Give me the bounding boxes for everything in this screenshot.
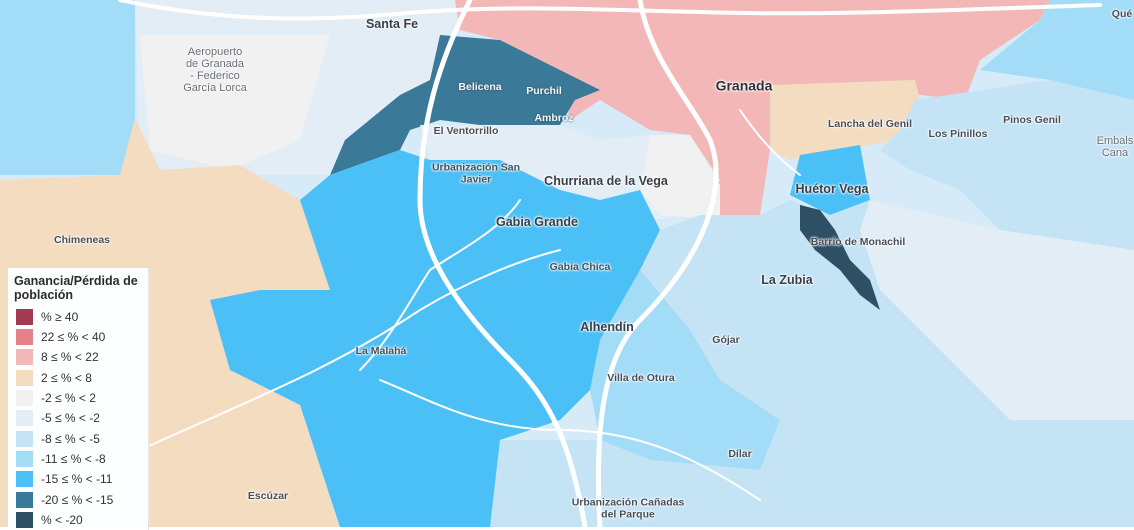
place-label: Pinos Genil: [1003, 114, 1061, 127]
place-label: Qué: [1111, 8, 1133, 21]
legend-title: Ganancia/Pérdida de población: [14, 274, 138, 303]
legend-item: % < -20: [16, 510, 148, 530]
region-pinos-genil: [880, 80, 1134, 250]
place-label: Gójar: [712, 334, 740, 347]
legend-label: -8 ≤ % < -5: [41, 431, 100, 446]
legend-item: 2 ≤ % < 8: [16, 368, 148, 388]
region-barrio-monachil: [800, 205, 880, 310]
place-label: Dílar: [728, 448, 752, 461]
place-label: Villa de Otura: [607, 372, 675, 385]
legend-label: % ≥ 40: [41, 309, 79, 324]
place-label: Lancha del Genil: [827, 118, 913, 131]
legend-swatch: [16, 511, 33, 528]
legend-rows: % ≥ 40 22 ≤ % < 40 8 ≤ % < 22 2 ≤ % < 8 …: [8, 307, 148, 530]
legend-item: 8 ≤ % < 22: [16, 347, 148, 367]
region-granada: [455, 0, 1050, 220]
region-armilla: [640, 135, 720, 220]
legend-label: -15 ≤ % < -11: [41, 472, 113, 487]
legend-swatch: [16, 491, 33, 508]
legend-swatch: [16, 390, 33, 407]
place-label: Gabia Grande: [496, 215, 578, 230]
legend-item: -8 ≤ % < -5: [16, 429, 148, 449]
place-label: Urbanización Cañadas del Parque: [571, 496, 685, 520]
region-belicena: [330, 35, 600, 175]
legend-item: -15 ≤ % < -11: [16, 469, 148, 489]
legend-item: -20 ≤ % < -15: [16, 489, 148, 509]
place-label: La Malahá: [355, 345, 407, 358]
legend-swatch: [16, 329, 33, 346]
place-label: Huétor Vega: [795, 182, 869, 197]
legend-label: -5 ≤ % < -2: [41, 411, 100, 426]
place-label: Gabia Chica: [549, 261, 611, 274]
legend-item: 22 ≤ % < 40: [16, 327, 148, 347]
place-label: Escúzar: [247, 490, 289, 503]
place-label: Los Pinillos: [928, 128, 988, 141]
region-dilar: [490, 420, 1134, 527]
place-label: Urbanización San Javier: [431, 161, 521, 185]
region-east-light: [860, 200, 1134, 420]
region-lancha-del-genil: [770, 80, 920, 160]
place-label: Churriana de la Vega: [544, 174, 668, 189]
legend-item: -5 ≤ % < -2: [16, 408, 148, 428]
roads: [118, 0, 1102, 527]
legend-item: -11 ≤ % < -8: [16, 449, 148, 469]
legend-swatch: [16, 450, 33, 467]
legend-label: -20 ≤ % < -15: [41, 492, 114, 507]
legend-label: -2 ≤ % < 2: [41, 391, 96, 406]
legend-label: 22 ≤ % < 40: [41, 330, 106, 345]
region-la-zubia: [640, 200, 1010, 430]
place-label: Belicena: [458, 81, 502, 94]
place-label: Santa Fe: [365, 17, 419, 32]
region-nw-blue: [0, 0, 135, 175]
region-huetor-vega: [790, 145, 870, 215]
region-que: [980, 0, 1134, 100]
map-legend: Ganancia/Pérdida de población % ≥ 40 22 …: [8, 268, 149, 530]
legend-swatch: [16, 471, 33, 488]
legend-swatch: [16, 349, 33, 366]
legend-item: % ≥ 40: [16, 307, 148, 327]
place-label: Alhendín: [580, 320, 634, 335]
place-label: Granada: [715, 77, 773, 94]
region-chimeneas-edge: [0, 268, 8, 527]
place-label: Chimeneas: [53, 234, 111, 247]
region-chimeneas: [0, 118, 340, 527]
legend-swatch: [16, 430, 33, 447]
legend-label: 2 ≤ % < 8: [41, 370, 92, 385]
region-airport: [140, 35, 330, 170]
legend-label: 8 ≤ % < 22: [41, 350, 99, 365]
legend-swatch: [16, 410, 33, 427]
place-label: Barrio de Monachil: [810, 236, 906, 249]
place-label: Purchil: [526, 85, 562, 98]
place-label: Ambroz: [534, 112, 574, 125]
legend-item: -2 ≤ % < 2: [16, 388, 148, 408]
legend-swatch: [16, 369, 33, 386]
place-label: El Ventorrillo: [433, 125, 499, 138]
place-label: Aeropuerto de Granada - Federico García …: [183, 45, 247, 95]
place-label: La Zubia: [761, 273, 813, 288]
legend-label: -11 ≤ % < -8: [41, 451, 106, 466]
region-gabia-malaha: [210, 150, 660, 527]
place-label: Embals Cana: [1096, 134, 1134, 159]
legend-label: % < -20: [41, 512, 83, 527]
legend-swatch: [16, 308, 33, 325]
